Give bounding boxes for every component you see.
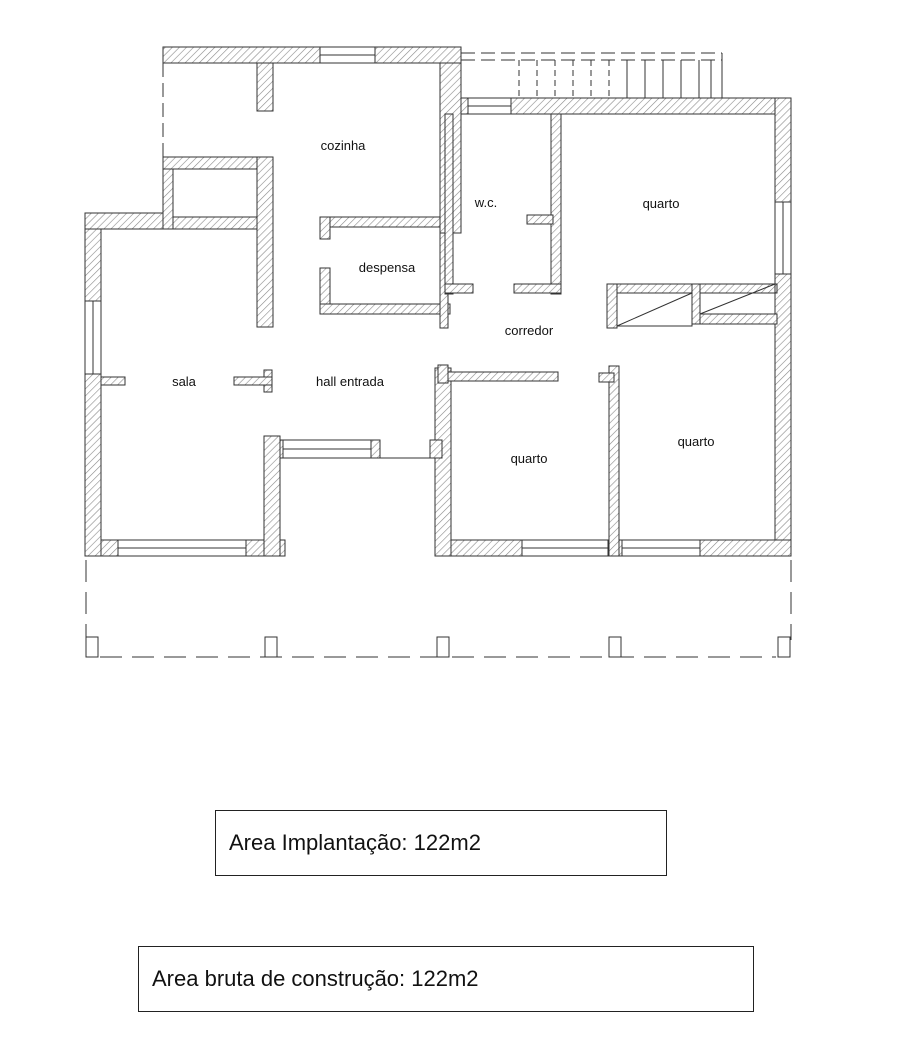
wall-top-sala (84, 212, 174, 230)
wall-stub-sala (100, 376, 126, 386)
wall-corridor-jamb (437, 364, 449, 384)
column-3 (436, 636, 450, 658)
area-implantacao-box: Area Implantação: 122m2 (215, 810, 667, 876)
wardrobe-left (616, 292, 693, 327)
label-corredor: corredor (505, 323, 554, 338)
column-4 (608, 636, 622, 658)
windows (84, 46, 792, 557)
wall-wc-stub-left (444, 283, 474, 294)
wall-closet-bottom (172, 216, 258, 230)
wall-sala-hall-upper (256, 156, 274, 328)
wall-wc-right (550, 113, 562, 295)
column-1 (85, 636, 99, 658)
wall-bed-divider-stub (598, 372, 615, 383)
wall-bed-closet-mid (691, 283, 701, 325)
label-despensa: despensa (359, 260, 416, 275)
wall-pantry-bottom (319, 303, 451, 315)
floor-plan: cozinha w.c. quarto despensa corredor sa… (84, 46, 792, 658)
area-bruta-text: Area bruta de construção: 122m2 (152, 966, 479, 991)
wardrobe-left-diagonal (616, 292, 693, 327)
column-2 (264, 636, 278, 658)
wall-wc-inner-stub (526, 214, 554, 225)
wall-bed-closet-left (606, 283, 618, 329)
label-sala: sala (172, 374, 197, 389)
area-bruta-box: Area bruta de construção: 122m2 (138, 946, 754, 1012)
wall-kitchen-left (256, 62, 274, 112)
exterior-walls (84, 46, 792, 557)
porch (85, 560, 792, 658)
wall-left-lower (84, 373, 102, 557)
room-labels: cozinha w.c. quarto despensa corredor sa… (172, 138, 714, 466)
wall-top-kitchen (162, 46, 462, 64)
wall-wc-stub-right (513, 283, 562, 294)
label-quarto-bottom-middle: quarto (511, 451, 548, 466)
wardrobe-right (699, 283, 776, 315)
wall-bedroom-mid-left (434, 367, 452, 557)
label-quarto-top-right: quarto (643, 196, 680, 211)
wall-entry-jamb (429, 439, 443, 459)
wall-right-upper (774, 97, 792, 203)
label-quarto-bottom-right: quarto (678, 434, 715, 449)
wall-bed-divider (608, 365, 620, 557)
label-wc: w.c. (474, 195, 497, 210)
area-implantacao-text: Area Implantação: 122m2 (229, 830, 481, 855)
wall-pantry-top (319, 216, 441, 228)
wall-stub-hall-h (233, 376, 273, 386)
wall-corridor-bottom (444, 371, 559, 382)
wardrobes (616, 283, 776, 327)
wall-wc-left (444, 113, 454, 295)
label-hall: hall entrada (316, 374, 385, 389)
label-cozinha: cozinha (321, 138, 367, 153)
exterior-stairs (461, 52, 723, 98)
column-5 (777, 636, 791, 658)
wardrobe-right-diagonal (699, 283, 776, 315)
wall-bed-closet-bottom (691, 313, 778, 325)
wall-sala-hall-lower (263, 435, 281, 557)
wall-pantry-top-stub (319, 216, 331, 240)
